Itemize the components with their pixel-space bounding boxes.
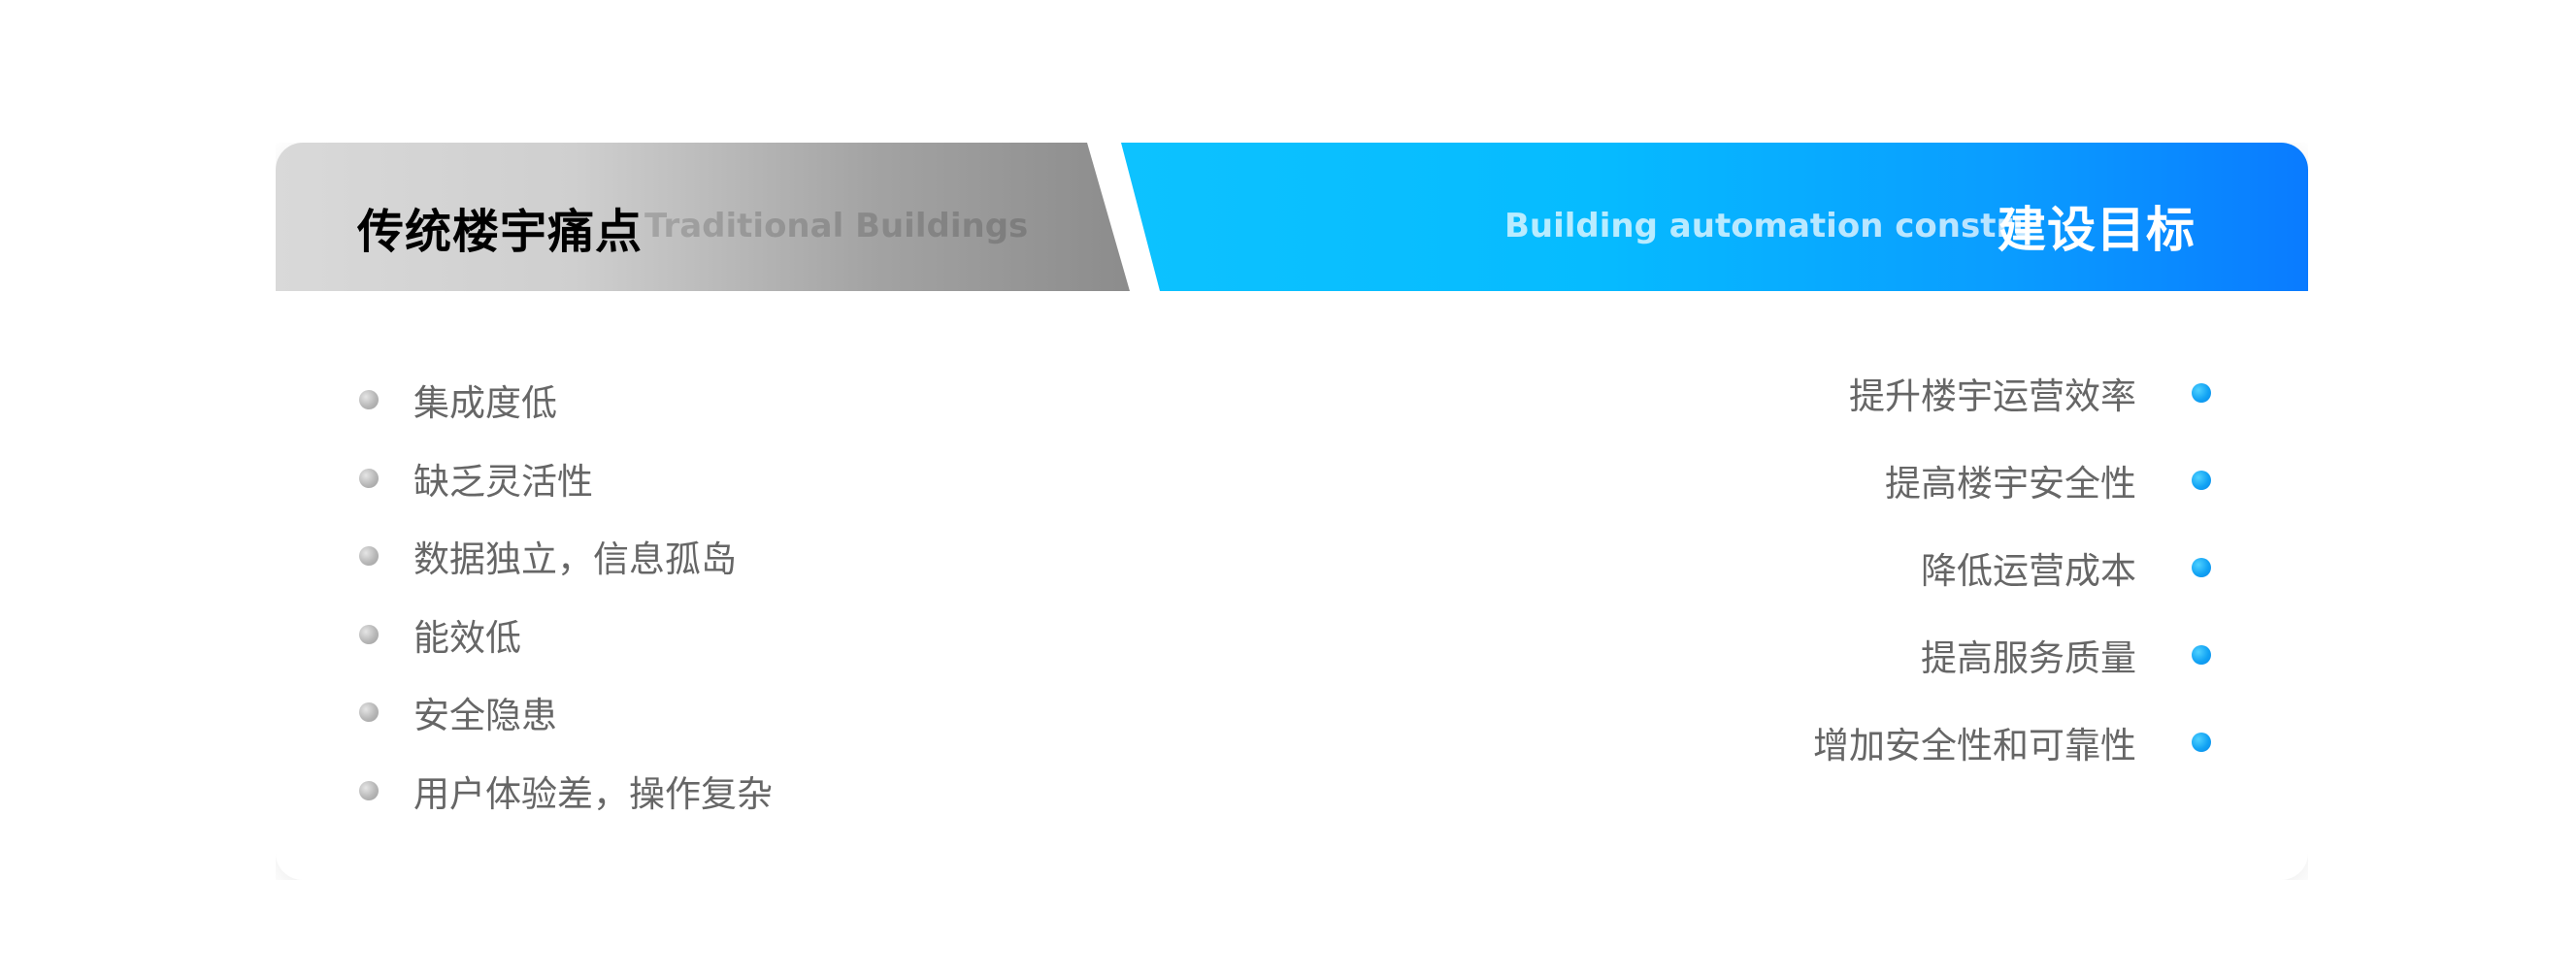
goals-subtitle: Building automation construction xyxy=(1504,207,2029,245)
list-item-label: 降低运营成本 xyxy=(1921,550,2136,592)
goals-title: 建设目标 xyxy=(1998,202,2196,258)
list-item: 集成度低 xyxy=(359,361,773,440)
list-item-label: 安全隐患 xyxy=(413,695,557,737)
bullet-dot-icon xyxy=(359,468,379,488)
list-item: 提高服务质量 xyxy=(1813,611,2211,699)
goals-list: 提升楼宇运营效率 提高楼宇安全性 降低运营成本 提高服务质量 增加安全性和可靠性 xyxy=(1813,349,2211,786)
goals-header: Building automation construction 建设目标 xyxy=(1121,143,2308,291)
bullet-dot-icon xyxy=(2192,471,2211,490)
pain-points-list: 集成度低 缺乏灵活性 数据独立，信息孤岛 能效低 安全隐患 用户体验差，操作复杂 xyxy=(359,361,773,830)
list-item: 能效低 xyxy=(359,596,773,674)
list-item-label: 提高楼宇安全性 xyxy=(1885,463,2136,505)
bullet-dot-icon xyxy=(359,780,379,800)
bullet-dot-icon xyxy=(359,546,379,567)
list-item: 降低运营成本 xyxy=(1813,524,2211,611)
pain-points-subtitle: Traditional Buildings xyxy=(644,207,1029,245)
list-item: 提升楼宇运营效率 xyxy=(1813,349,2211,437)
list-item: 安全隐患 xyxy=(359,673,773,752)
pain-points-title: 传统楼宇痛点 xyxy=(357,205,644,259)
bullet-dot-icon xyxy=(2192,645,2211,665)
bullet-dot-icon xyxy=(2192,383,2211,403)
bullet-dot-icon xyxy=(2192,558,2211,577)
bullet-dot-icon xyxy=(359,702,379,723)
list-item-label: 数据独立，信息孤岛 xyxy=(413,538,737,581)
list-item-label: 缺乏灵活性 xyxy=(413,460,593,503)
list-item: 提高楼宇安全性 xyxy=(1813,437,2211,524)
list-item: 增加安全性和可靠性 xyxy=(1813,699,2211,786)
list-item: 数据独立，信息孤岛 xyxy=(359,517,773,596)
list-item-label: 集成度低 xyxy=(413,382,557,425)
list-item-label: 提升楼宇运营效率 xyxy=(1849,375,2136,417)
list-item-label: 提高服务质量 xyxy=(1921,637,2136,679)
pain-points-header: Traditional Buildings 传统楼宇痛点 xyxy=(276,143,1130,291)
list-item-label: 用户体验差，操作复杂 xyxy=(413,772,773,815)
list-item-label: 增加安全性和可靠性 xyxy=(1813,725,2136,766)
list-item: 缺乏灵活性 xyxy=(359,440,773,518)
bullet-dot-icon xyxy=(359,390,379,410)
list-item: 用户体验差，操作复杂 xyxy=(359,752,773,831)
list-item-label: 能效低 xyxy=(413,616,521,659)
bullet-dot-icon xyxy=(2192,733,2211,752)
bullet-dot-icon xyxy=(359,624,379,644)
